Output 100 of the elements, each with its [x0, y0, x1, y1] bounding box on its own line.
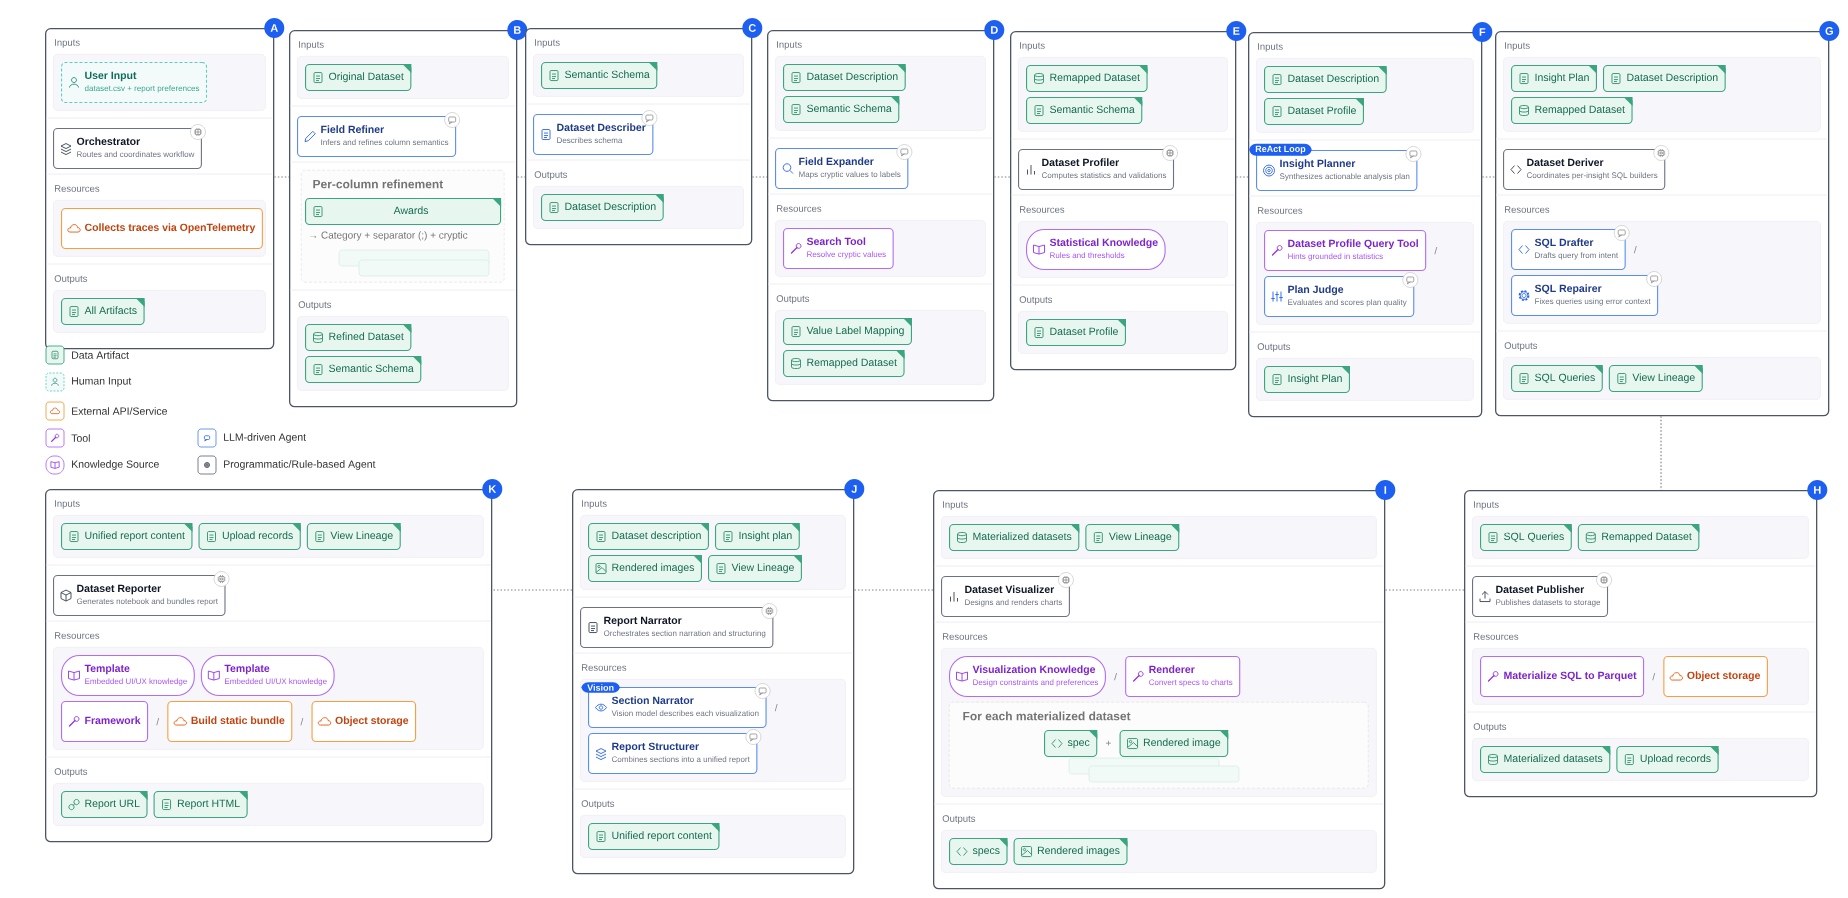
file-tag: Dataset Description: [1264, 66, 1387, 94]
knowledge-pill: Template Embedded UI/UX knowledge: [61, 655, 195, 697]
node-label: Resources: [54, 632, 100, 639]
separator-mark: /: [774, 703, 778, 712]
file-tag: Dataset Description: [783, 64, 906, 92]
node-label: H: [1814, 486, 1821, 494]
file-tag: Report HTML: [153, 791, 248, 819]
image-tag: Rendered images: [588, 555, 702, 583]
mapping-note: → Category + separator (;) + cryptic: [310, 231, 468, 241]
service-card: Object storage: [311, 701, 417, 743]
file-tag: View Lineage: [306, 523, 401, 551]
node-label: Outputs: [776, 295, 810, 304]
dataset-tag: Refined Dataset: [305, 324, 412, 352]
agent-card: Report Structurer Combines sections into a unified report: [588, 733, 758, 775]
service-card: Object storage: [1663, 656, 1768, 698]
service-card: Build static bundle: [167, 701, 293, 743]
node-label: Resources: [1019, 206, 1065, 213]
input-card: User Input dataset.csv + report preferences: [61, 62, 208, 104]
dataset-tag: Remapped Dataset: [1511, 97, 1633, 125]
dataset-tag: Materialized datasets: [1480, 746, 1611, 774]
node-label: Outputs: [298, 301, 332, 310]
node-label: Outputs: [1019, 296, 1053, 305]
file-tag: Insight Plan: [1511, 65, 1597, 93]
agent-card: SQL Drafter Drafts query from intent: [1511, 229, 1626, 271]
node-label: Outputs: [581, 800, 615, 809]
node-label: Resources: [581, 664, 627, 671]
file-tag: View Lineage: [708, 555, 802, 583]
connector-line: [1660, 415, 1662, 491]
file-tag: SQL Queries: [1480, 524, 1572, 552]
node-label: Outputs: [54, 768, 88, 777]
node-label: Resources: [54, 185, 100, 192]
connector-line: [853, 589, 934, 591]
node-label: Inputs: [55, 39, 80, 48]
node-label: Inputs: [535, 39, 560, 48]
legend-label: External API/Service: [72, 407, 167, 415]
node-label: Outputs: [534, 171, 568, 180]
node-label: F: [1479, 28, 1486, 36]
file-tag: Awards: [305, 198, 502, 226]
file-tag: Unified report content: [61, 523, 193, 551]
connector-line: [1235, 176, 1249, 178]
agent-card: Dataset Visualizer Designs and renders charts: [941, 576, 1070, 618]
separator-mark: /: [1633, 245, 1637, 254]
node-label: Outputs: [942, 815, 976, 824]
separator-mark: /: [1114, 672, 1117, 681]
separator-mark: /: [300, 717, 304, 726]
image-tag: Rendered image: [1119, 730, 1229, 758]
file-tag: SQL Queries: [1511, 365, 1603, 393]
knowledge-pill: Visualization Knowledge Design constraints and preferences: [949, 656, 1106, 698]
file-tag: Dataset Description: [541, 194, 664, 222]
dataset-tag: Remapped Dataset: [1026, 65, 1148, 93]
file-tag: Insight Plan: [1264, 366, 1350, 394]
code-tag: specs: [949, 838, 1008, 866]
file-tag: View Lineage: [1608, 365, 1703, 393]
node-label: Resources: [1474, 633, 1519, 640]
separator-mark: /: [1652, 672, 1656, 681]
node-label: Resources: [776, 205, 822, 212]
agent-card: Orchestrator Routes and coordinates workflow: [53, 128, 202, 170]
node-label: E: [1233, 27, 1240, 35]
node-label: Inputs: [943, 501, 968, 510]
service-card: Collects traces via OpenTelemetry: [61, 208, 263, 250]
legend-label: LLM-driven Agent: [224, 433, 306, 443]
legend-label: Knowledge Source: [72, 460, 159, 470]
agent-card: Field Refiner Infers and refines column semantics: [297, 116, 457, 158]
file-tag: Upload records: [198, 523, 301, 551]
node-label: Inputs: [55, 500, 80, 509]
node-label: Outputs: [1473, 723, 1507, 732]
tool-card: Search Tool Resolve cryptic values: [783, 228, 894, 270]
node-label: Inputs: [1505, 42, 1530, 51]
file-tag: Value Label Mapping: [783, 318, 912, 346]
file-tag: Semantic Schema: [1026, 97, 1143, 125]
node-label: I: [1384, 486, 1387, 494]
legend-label: Programmatic/Rule-based Agent: [224, 460, 376, 470]
loop-badge: Vision: [581, 682, 621, 693]
agent-card: Dataset Profiler Computes statistics and validations: [1018, 149, 1175, 191]
dataset-tag: Remapped Dataset: [783, 350, 905, 378]
agent-card: Dataset Reporter Generates notebook and bundles report: [53, 575, 226, 617]
tool-card: Renderer Convert specs to charts: [1125, 656, 1241, 698]
node-label: Outputs: [54, 275, 88, 284]
file-tag: Dataset Profile: [1026, 319, 1126, 347]
legend-label: Tool: [71, 434, 90, 442]
file-tag: Semantic Schema: [783, 96, 900, 124]
file-tag: Unified report content: [588, 823, 720, 851]
node-label: Inputs: [1474, 501, 1499, 510]
file-tag: Insight plan: [715, 523, 800, 551]
knowledge-pill: Template Embedded UI/UX knowledge: [200, 655, 335, 697]
legend-label: Data Artifact: [72, 351, 129, 359]
node-label: D: [991, 26, 998, 34]
agent-card: Field Expander Maps cryptic values to labels: [775, 148, 909, 190]
node-label: Inputs: [582, 500, 607, 509]
separator-mark: +: [1106, 740, 1111, 746]
connector-line: [1384, 589, 1465, 591]
agent-card: Dataset Publisher Publishes datasets to storage: [1472, 576, 1609, 618]
file-tag: Dataset Profile: [1264, 98, 1364, 126]
agent-card: Report Narrator Orchestrates section narration and structuring: [580, 607, 774, 649]
node-label: Resources: [942, 633, 988, 640]
file-tag: All Artifacts: [61, 298, 145, 326]
node-label: Resources: [1258, 207, 1303, 214]
file-tag: Original Dataset: [305, 64, 412, 92]
node-label: Outputs: [1257, 343, 1291, 352]
node-label: Outputs: [1504, 342, 1538, 351]
